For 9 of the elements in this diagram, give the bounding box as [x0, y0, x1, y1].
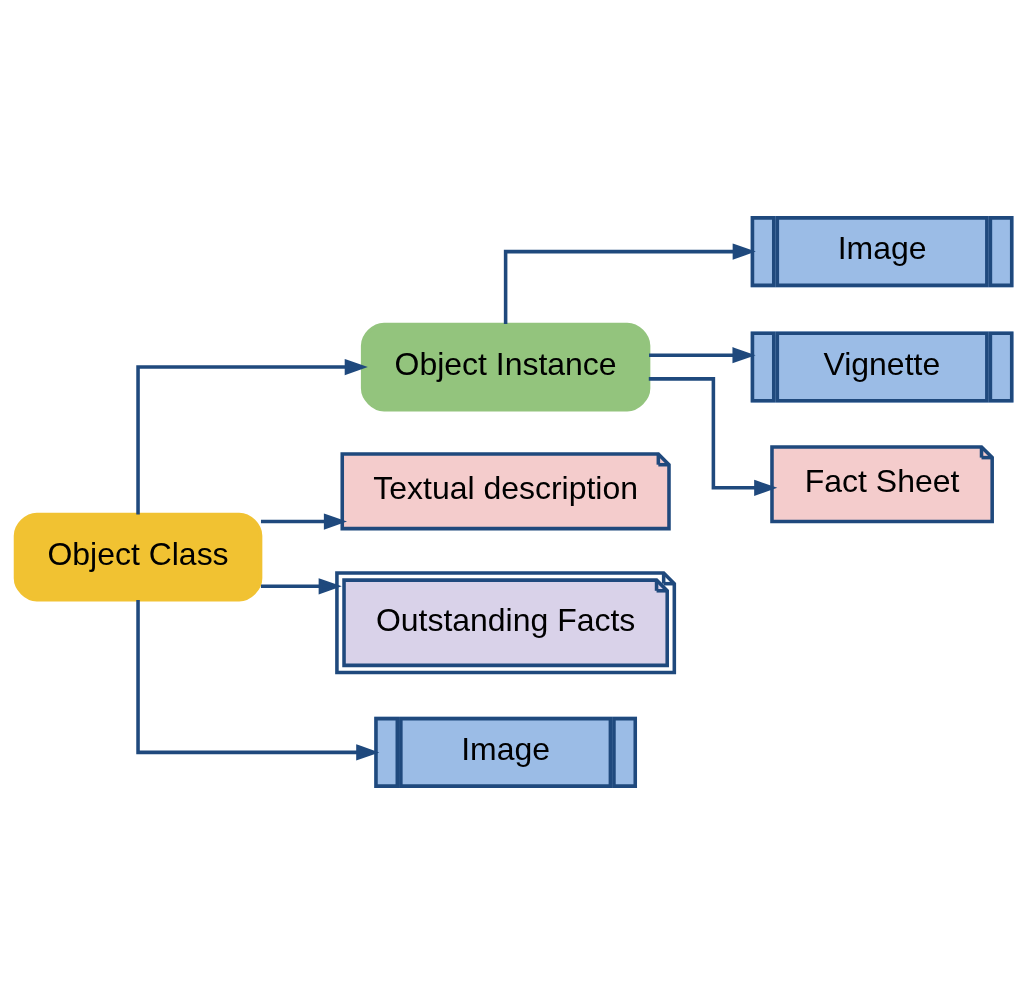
- arrow: [648, 377, 778, 496]
- arrow: [649, 347, 756, 364]
- node-box: Object Instance: [360, 322, 651, 412]
- arrow: [260, 513, 347, 530]
- arrow: [503, 243, 756, 325]
- arrow: [136, 599, 380, 761]
- arrow: [260, 578, 342, 595]
- arrow: [136, 358, 368, 515]
- node-box: Object Class: [13, 512, 263, 602]
